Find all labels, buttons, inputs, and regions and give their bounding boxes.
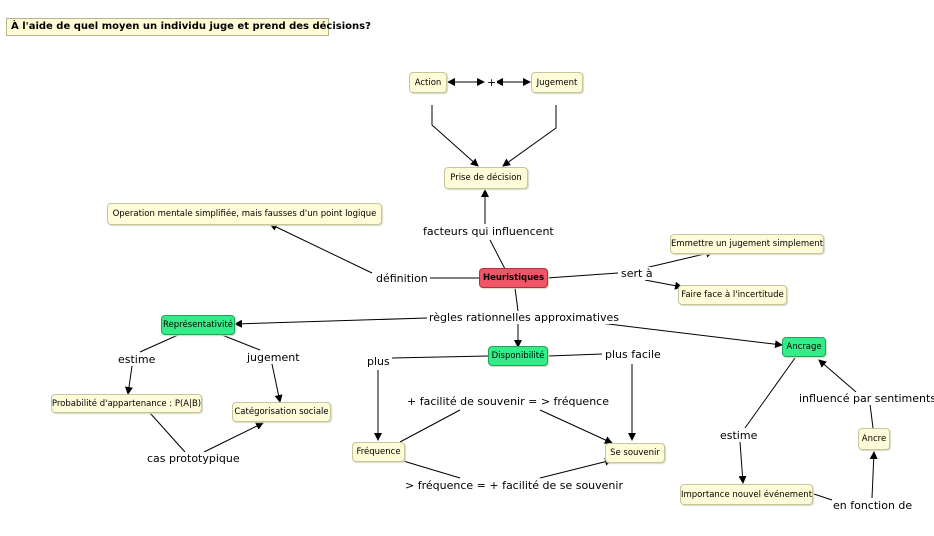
link-cas-prototypique: cas prototypique: [146, 452, 241, 465]
link-frequence-facilite: > fréquence = + facilité de se souvenir: [404, 479, 624, 492]
edge-definition-operation: [269, 223, 373, 274]
node-categorisation[interactable]: Catégorisation sociale: [232, 402, 331, 422]
link-plus: plus: [366, 355, 391, 368]
edge-dispo-plus: [391, 355, 489, 359]
node-heuristiques[interactable]: Heuristiques: [479, 268, 548, 288]
edge-facilite2-sesouvenir: [539, 457, 613, 479]
edge-serta-emmettre: [644, 249, 714, 269]
edge-facilite-sesouvenir: [539, 409, 613, 444]
edge-repr-jugement: [221, 334, 261, 351]
edge-ancrage-estime: [744, 357, 796, 429]
edge-importance-enfonction: [813, 493, 833, 501]
node-jugement[interactable]: Jugement: [531, 72, 583, 93]
edge-frequence-facilite: [399, 409, 461, 443]
edge-jugement-prise: [502, 105, 557, 167]
edge-repr-estime: [139, 334, 179, 353]
link-sert-a: sert à: [620, 267, 654, 280]
link-jugement-left: jugement: [246, 351, 301, 364]
node-se-souvenir[interactable]: Se souvenir: [605, 443, 665, 463]
link-plus-facile: plus facile: [604, 348, 662, 361]
node-frequence[interactable]: Fréquence: [352, 442, 405, 462]
edge-regles-ancrage: [599, 322, 783, 349]
edge-influence-ancrage: [818, 359, 857, 393]
edge-proba-cas: [149, 412, 186, 453]
edge-estime-importance: [738, 441, 747, 484]
link-definition: définition: [375, 272, 429, 285]
node-ancre[interactable]: Ancre: [858, 428, 890, 450]
edge-jugement-categ: [271, 363, 283, 403]
node-emmettre[interactable]: Emmettre un jugement simplement: [670, 234, 824, 254]
edge-estime-proba: [125, 365, 133, 395]
plus-sign: +: [486, 76, 498, 89]
link-regles: règles rationnelles approximatives: [428, 311, 621, 324]
link-influence-sentiments: influencé par sentiments: [798, 392, 934, 405]
edge-regles-representativite: [234, 317, 428, 328]
link-facilite-frequence: + facilité de souvenir = > fréquence: [406, 395, 610, 408]
node-importance[interactable]: Importance nouvel événement: [680, 484, 813, 505]
node-probabilite[interactable]: Probabilité d'appartenance : P(A|B): [51, 394, 202, 413]
node-operation-mentale[interactable]: Operation mentale simplifiée, mais fauss…: [107, 203, 382, 225]
node-action[interactable]: Action: [409, 72, 447, 93]
node-representativite[interactable]: Représentativité: [161, 315, 235, 335]
edge-action-prise: [431, 105, 479, 167]
edge-frequence-facilite2: [399, 459, 461, 479]
node-disponibilite[interactable]: Disponibilité: [488, 346, 548, 366]
edge-heur-facteurs: [489, 239, 506, 270]
node-faire-face[interactable]: Faire face à l'incertitude: [678, 285, 787, 305]
link-facteurs: facteurs qui influencent: [422, 225, 555, 238]
node-ancrage[interactable]: Ancrage: [782, 337, 826, 357]
edge-cas-categ: [203, 422, 264, 453]
edge-dispo-plusfacile: [547, 353, 603, 357]
edge-serta-faire: [644, 279, 683, 290]
edge-heur-serta: [546, 272, 619, 279]
central-question: À l'aide de quel moyen un individu juge …: [6, 18, 371, 36]
edge-enfonction-ancre: [869, 451, 878, 499]
link-estime-right: estime: [719, 429, 759, 442]
edge-ancre-influence: [869, 403, 874, 429]
edge-heur-regles: [514, 287, 519, 312]
node-prise-decision[interactable]: Prise de décision: [444, 167, 528, 189]
link-en-fonction-de: en fonction de: [832, 499, 914, 512]
link-estime-left: estime: [117, 353, 157, 366]
